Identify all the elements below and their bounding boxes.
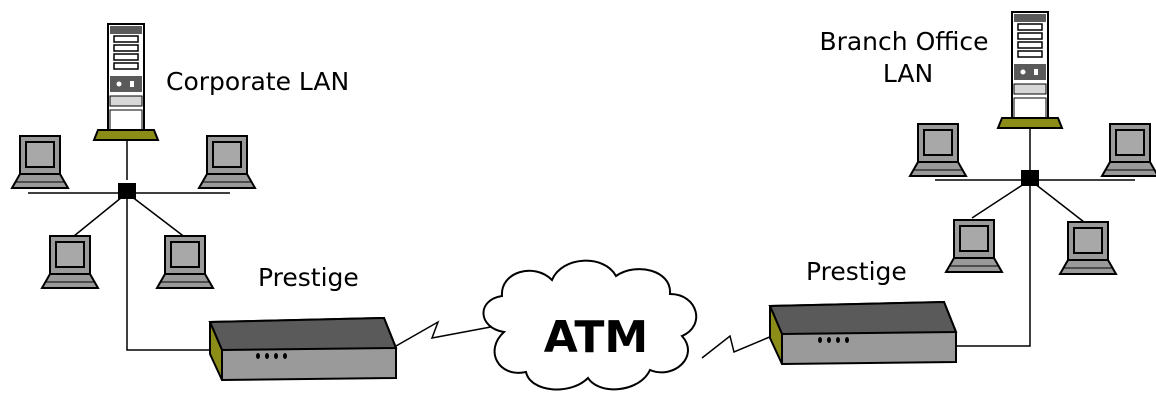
branch-laptop-icon	[946, 220, 1002, 272]
corporate-lan: Corporate LAN Prestige	[12, 24, 396, 380]
branch-hub-icon	[1021, 170, 1039, 186]
atm-cloud-label: ATM	[544, 312, 648, 363]
branch-router-icon	[770, 302, 956, 364]
corporate-server-icon	[94, 24, 158, 140]
corporate-router-icon	[210, 318, 396, 380]
branch-laptop-icon	[1060, 222, 1116, 274]
corporate-lan-label: Corporate LAN	[166, 67, 349, 96]
branch-router-label: Prestige	[806, 257, 907, 286]
corporate-laptop-icon	[199, 136, 255, 188]
branch-laptop-icon	[1102, 124, 1156, 176]
corporate-laptop-icon	[42, 236, 98, 288]
branch-server-icon	[998, 12, 1062, 128]
corporate-laptop-icon	[157, 236, 213, 288]
branch-lan-label-line2: LAN	[883, 59, 933, 88]
branch-lan-label-line1: Branch Office	[819, 27, 988, 56]
branch-lan: Branch Office LAN Prestige	[770, 12, 1156, 364]
branch-laptop-icon	[910, 124, 966, 176]
corporate-router-label: Prestige	[258, 263, 359, 292]
corporate-hub-icon	[118, 183, 136, 199]
corporate-laptop-icon	[12, 136, 68, 188]
